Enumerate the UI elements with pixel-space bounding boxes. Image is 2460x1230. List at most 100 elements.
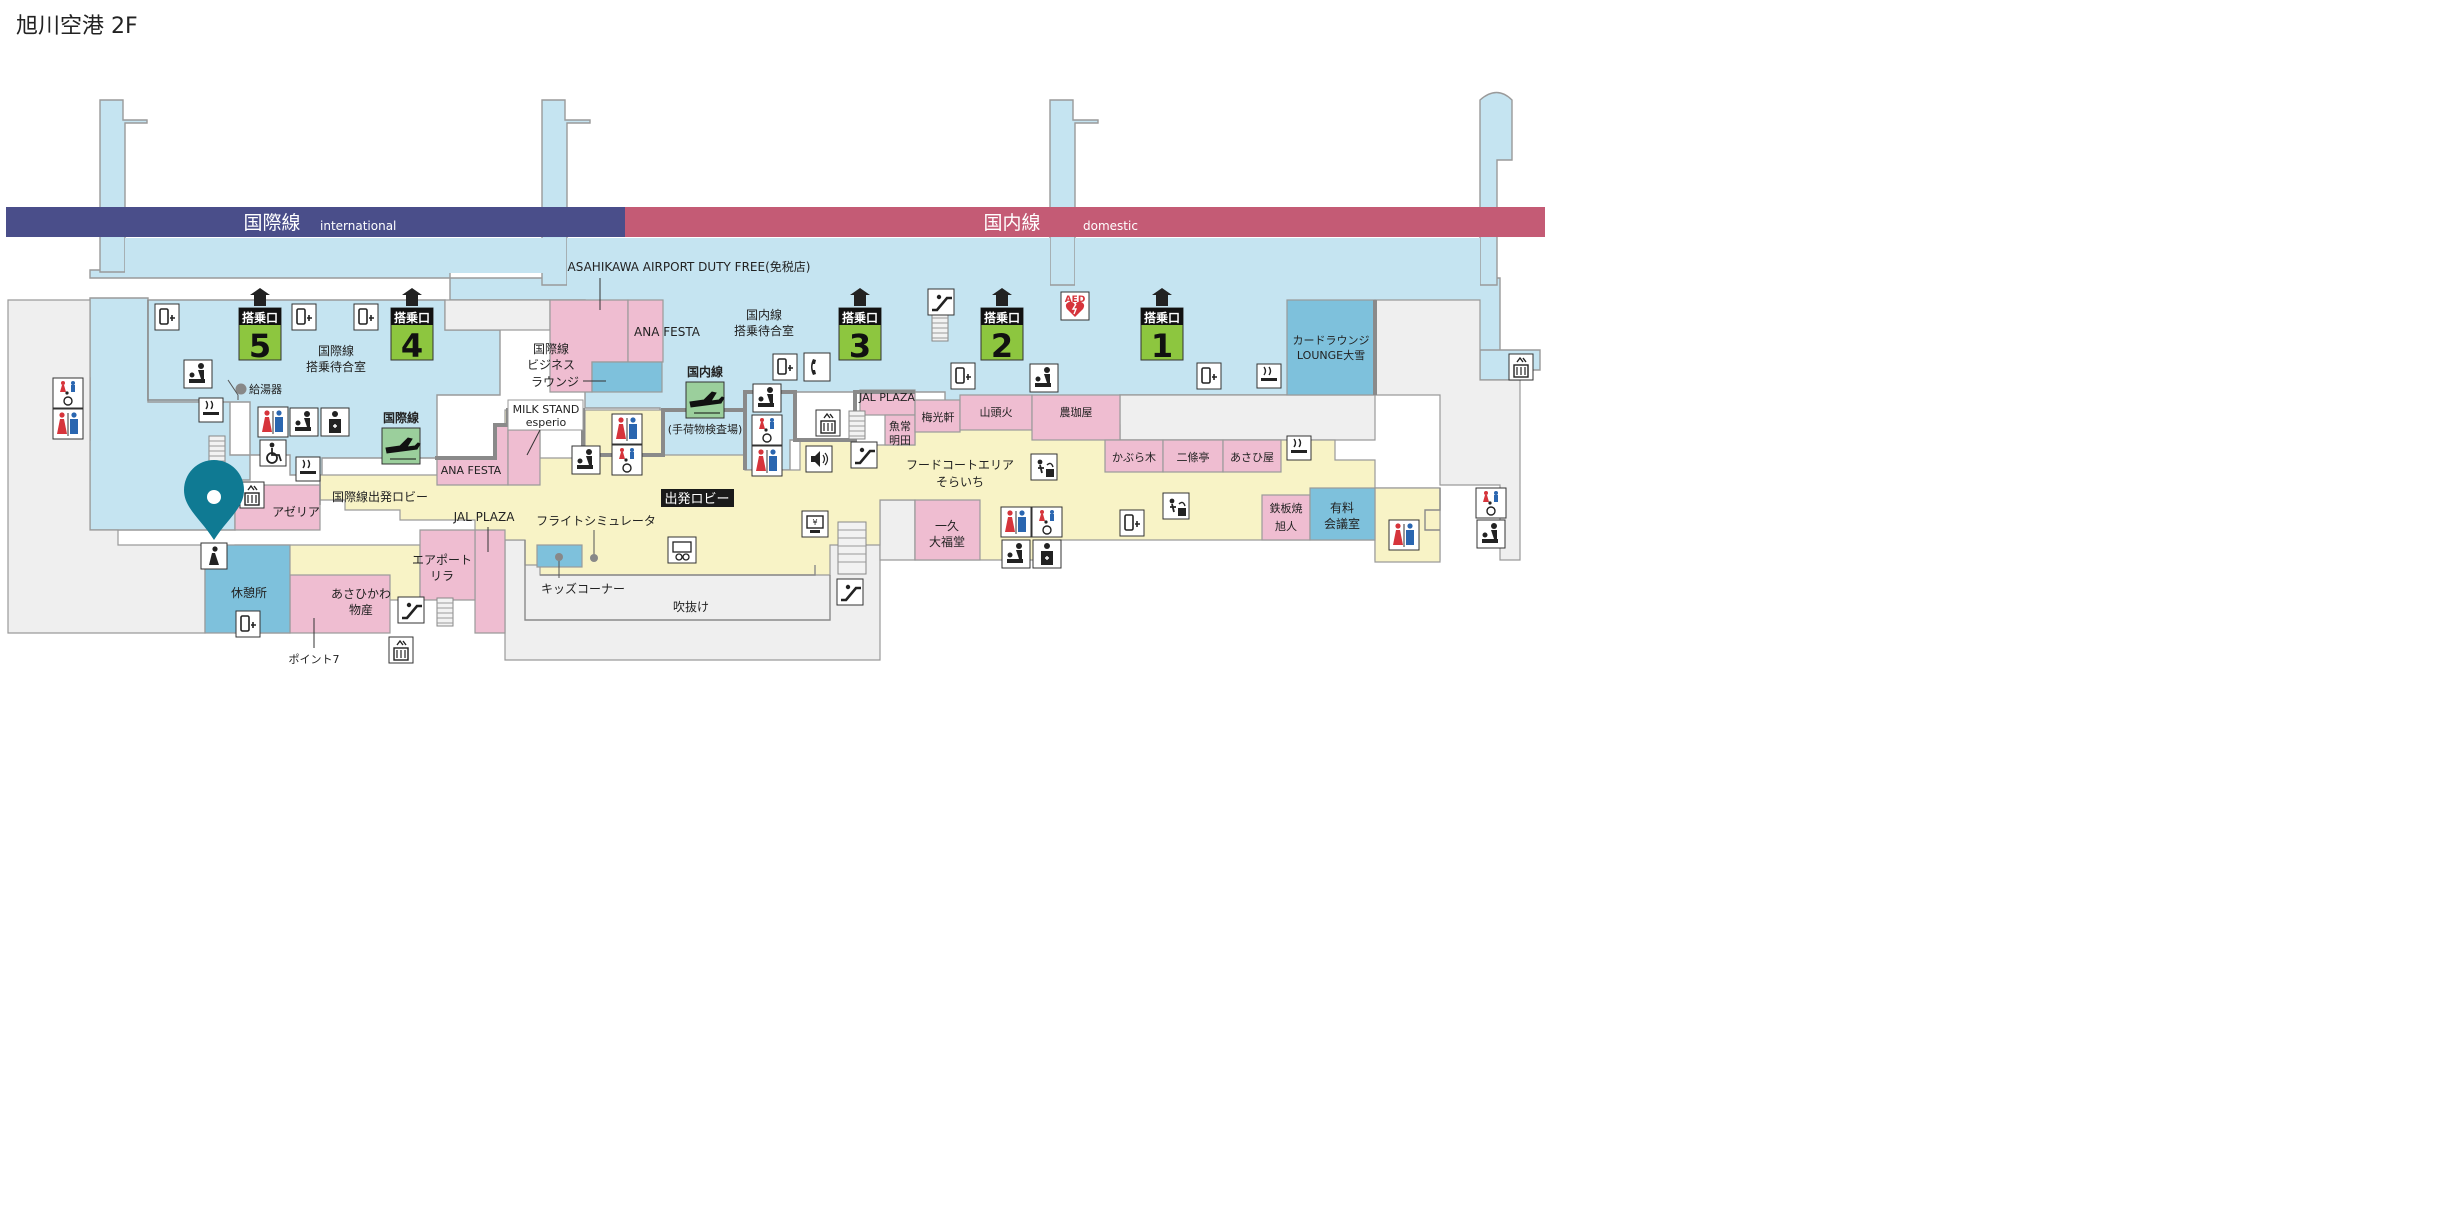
noukouya-shop — [1031, 394, 1121, 441]
intl-checkin-label: 国際線 — [383, 410, 419, 425]
dom-checkin-label: 国内線 — [687, 364, 723, 379]
band-domestic-en: domestic — [1083, 219, 1138, 233]
card-lounge-label-1: カードラウンジ — [1293, 334, 1370, 347]
uomeida-label-2: 明田 — [889, 434, 911, 447]
kaburagi-label: かぶら木 — [1112, 451, 1156, 464]
prayer-room-icon — [200, 542, 228, 570]
restroom-icon — [52, 408, 84, 440]
departure-plane-icon — [689, 391, 725, 414]
gate-2[interactable]: 搭乗口 2 — [980, 288, 1024, 365]
gate-label: 搭乗口 — [1144, 310, 1180, 325]
gate-number: 1 — [1151, 327, 1173, 365]
nursing-room-icon — [1032, 539, 1062, 569]
restroom-icon — [751, 445, 783, 477]
charging-phone-icon — [950, 362, 976, 390]
intl-waiting-label-2: 搭乗待合室 — [306, 359, 366, 374]
azalea-label: アゼリア — [272, 505, 320, 519]
smoking-room-icon — [198, 397, 224, 423]
asahikawa-bussan-label-2: 物産 — [349, 602, 373, 617]
food-court-label-2: そらいち — [936, 475, 984, 489]
noukouya-label: 農珈屋 — [1060, 405, 1093, 419]
charging-phone-icon — [235, 610, 261, 638]
ana-festa-top-shop — [627, 299, 664, 363]
floor-map: ¥ 旭川空港 2F — [6, 14, 1545, 666]
gate-number: 4 — [401, 327, 423, 365]
band-international-en: international — [320, 219, 396, 233]
water-heater-label: 給湯器 — [249, 382, 282, 396]
intl-waiting-label-1: 国際線 — [318, 343, 354, 358]
gate-3[interactable]: 搭乗口 3 — [838, 288, 882, 365]
gate-label: 搭乗口 — [394, 310, 430, 325]
santouka-label: 山頭火 — [980, 406, 1013, 419]
baby-care-icon — [183, 359, 213, 389]
asahikawa-bussan-shop — [289, 574, 391, 634]
jal-plaza-bottom-shop — [474, 529, 506, 634]
departure-plane-icon — [385, 437, 421, 460]
elevator-icon — [815, 409, 841, 437]
baby-care-icon — [289, 407, 319, 437]
information-speaker-icon — [805, 445, 833, 473]
asahiya-shop — [1222, 439, 1282, 473]
gate-1[interactable]: 搭乗口 1 — [1140, 288, 1184, 365]
shops — [234, 299, 1311, 634]
elevator-icon — [1508, 353, 1534, 381]
place-labels: ASAHIKAWA AIRPORT DUTY FREE(免税店) 国際線 搭乗待… — [227, 259, 1370, 666]
biz-lounge-label-2: ビジネス — [527, 358, 575, 372]
gate-number: 3 — [849, 327, 871, 365]
jal-plaza-top-label: JAL PLAZA — [858, 391, 915, 404]
gate-5[interactable]: 搭乗口 5 — [238, 288, 282, 365]
stairs — [208, 312, 949, 627]
charging-phone-icon — [1196, 362, 1222, 390]
public-phone-icon — [803, 352, 831, 382]
dom-checkin-sign[interactable]: 国内線 (手荷物検査場) — [668, 364, 743, 436]
baby-care-icon — [1029, 363, 1059, 393]
charging-phone-icon — [154, 303, 180, 331]
band-domestic: 国内線 domestic — [625, 207, 1545, 237]
nijoutei-label: 二條亭 — [1177, 450, 1210, 464]
baikouken-shop — [914, 399, 961, 433]
water-fountain-icon — [1162, 492, 1190, 520]
card-lounge-room — [1286, 299, 1376, 396]
departure-lobby-label: 出発ロビー — [664, 492, 729, 507]
elevator-icon — [388, 636, 414, 664]
milk-stand-label-1: MILK STAND — [513, 403, 580, 416]
biz-lounge-label-3: ラウンジ — [531, 375, 579, 389]
departure-lobby-badge — [661, 489, 734, 507]
airport-lila-shop — [419, 529, 476, 601]
gate-label: 搭乗口 — [984, 310, 1020, 325]
baby-care-icon — [752, 383, 782, 413]
aed-icon: AED — [1060, 291, 1090, 321]
intl-checkin-sign[interactable]: 国際線 — [381, 410, 421, 465]
accessible-restroom-icon — [1031, 506, 1063, 538]
accessible-restroom-icon — [751, 414, 783, 446]
baby-care-icon — [1001, 539, 1031, 569]
meeting-room — [1309, 487, 1376, 541]
biz-lounge-label-1: 国際線 — [533, 341, 569, 356]
restroom-icon — [1388, 519, 1420, 551]
kids-corner-label: キッズコーナー — [541, 581, 625, 596]
gate-number: 5 — [249, 327, 271, 365]
current-location-pin-icon[interactable] — [184, 460, 244, 540]
flight-sim-label: フライトシミュレータ — [536, 514, 656, 528]
baggage-check-label: (手荷物検査場) — [668, 422, 743, 436]
band-domestic-ja: 国内線 — [983, 212, 1040, 234]
gate-4[interactable]: 搭乗口 4 — [390, 288, 434, 365]
gate-label: 搭乗口 — [242, 310, 278, 325]
restroom-icon — [257, 406, 289, 438]
uomeida-label-1: 魚常 — [889, 420, 911, 433]
intl-departure-lobby-label: 国際線出発ロビー — [332, 489, 428, 504]
charging-phone-icon — [291, 303, 317, 331]
escalator-icon — [926, 287, 956, 317]
teppanyaki-label-1: 鉄板焼 — [1270, 501, 1303, 515]
airside-strip-middle — [567, 238, 1050, 290]
point7-label: ポイント7 — [289, 653, 340, 666]
page-title: 旭川空港 2F — [16, 14, 138, 39]
wheelchair-icon — [259, 439, 287, 467]
milk-stand-label-2: esperio — [526, 416, 567, 429]
nijoutei-shop — [1162, 439, 1224, 473]
rest-area-label: 休憩所 — [231, 585, 267, 600]
baby-care-icon — [1476, 519, 1506, 549]
kaburagi-shop — [1104, 439, 1164, 473]
baby-care-icon — [571, 445, 601, 475]
aed-label: AED — [1065, 295, 1086, 305]
